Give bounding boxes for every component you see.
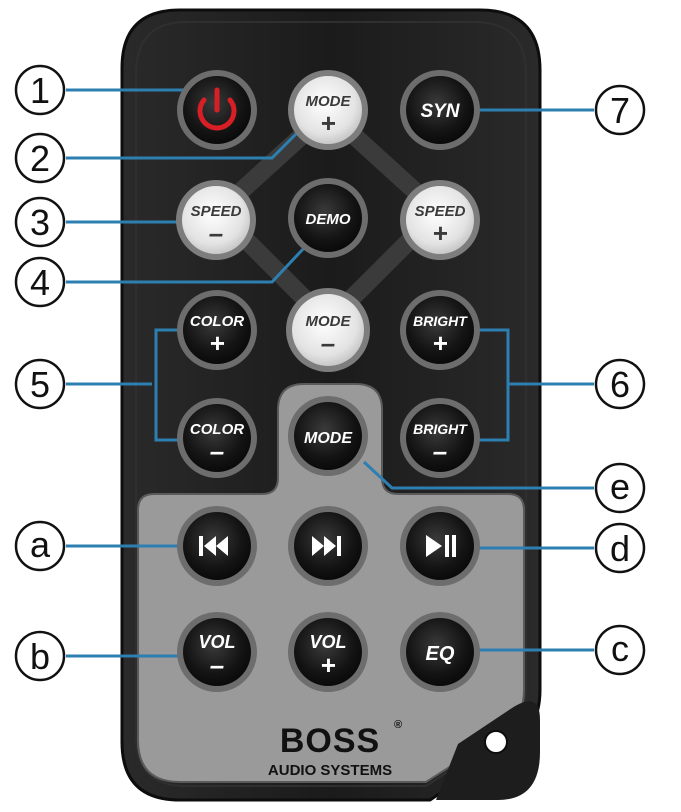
speed-plus-sign: + [432, 218, 447, 248]
mode-plus-label: MODE [306, 93, 352, 110]
callout-d-label: d [610, 528, 630, 569]
mode-minus-button[interactable]: MODE – [286, 288, 370, 372]
callout-1: 1 [14, 64, 66, 116]
bright-plus-sign: + [432, 328, 447, 358]
color-plus-label: COLOR [190, 313, 244, 330]
speed-plus-button[interactable]: SPEED + [400, 180, 480, 260]
bright-minus-label: BRIGHT [413, 421, 468, 437]
color-plus-button[interactable]: COLOR + [177, 290, 257, 370]
lanyard-hole [484, 730, 508, 754]
callout-5-label: 5 [30, 364, 50, 405]
eq-button[interactable]: EQ [400, 612, 480, 692]
mode-label: MODE [304, 430, 353, 447]
callout-a: a [14, 520, 66, 572]
eq-label: EQ [426, 643, 455, 665]
previous-track-button[interactable] [177, 506, 257, 586]
next-track-button[interactable] [288, 506, 368, 586]
callouts: 1 2 3 4 5 a b 7 [14, 64, 646, 682]
mode-plus-button[interactable]: MODE + [288, 70, 368, 150]
volume-down-button[interactable]: VOL – [177, 612, 257, 692]
power-button[interactable] [177, 70, 257, 150]
bright-minus-button[interactable]: BRIGHT – [400, 398, 480, 478]
callout-a-label: a [30, 524, 51, 565]
speed-minus-button[interactable]: SPEED – [176, 180, 256, 260]
callout-c: c [594, 624, 646, 676]
callout-e-label: e [610, 466, 630, 507]
mode-button[interactable]: MODE [288, 396, 368, 476]
power-icon [197, 87, 237, 131]
brand-name: BOSS [280, 722, 380, 760]
callout-7-label: 7 [610, 90, 630, 131]
callout-1-label: 1 [30, 70, 50, 111]
callout-3: 3 [14, 196, 66, 248]
speed-minus-label: SPEED [191, 203, 242, 220]
vol-plus-label: VOL [309, 632, 346, 652]
demo-label: DEMO [306, 211, 351, 228]
vol-minus-label: VOL [198, 632, 235, 652]
play-pause-button[interactable] [400, 506, 480, 586]
callout-lines [66, 88, 594, 658]
callout-2-label: 2 [30, 138, 50, 179]
play-pause-icon [426, 535, 456, 557]
brand-logo: BOSS ® AUDIO SYSTEMS [268, 719, 402, 779]
mode-minus-label: MODE [306, 313, 352, 330]
callout-6-label: 6 [610, 364, 630, 405]
callout-c-label: c [611, 628, 629, 669]
bright-plus-label: BRIGHT [413, 313, 468, 329]
demo-button[interactable]: DEMO [288, 178, 368, 258]
callout-6: 6 [594, 358, 646, 410]
callout-d: d [594, 522, 646, 574]
callout-3-label: 3 [30, 202, 50, 243]
syn-button[interactable]: SYN [400, 70, 480, 150]
callout-5: 5 [14, 358, 66, 410]
vol-minus-sign: – [210, 650, 224, 680]
color-minus-button[interactable]: COLOR – [177, 398, 257, 478]
color-minus-label: COLOR [190, 421, 244, 438]
vol-plus-sign: + [320, 650, 335, 680]
callout-b-label: b [30, 636, 50, 677]
bright-minus-sign: – [433, 436, 447, 466]
bright-plus-button[interactable]: BRIGHT + [400, 290, 480, 370]
skip-previous-icon [199, 536, 228, 556]
speed-plus-label: SPEED [415, 203, 466, 220]
color-plus-sign: + [209, 328, 224, 358]
callout-7: 7 [594, 84, 646, 136]
speed-minus-sign: – [209, 218, 223, 248]
mode-minus-sign: – [321, 328, 335, 358]
brand-subtitle: AUDIO SYSTEMS [268, 762, 392, 779]
volume-up-button[interactable]: VOL + [288, 612, 368, 692]
callout-b: b [14, 630, 66, 682]
syn-label: SYN [420, 101, 460, 122]
callout-e: e [594, 462, 646, 514]
registered-mark: ® [394, 719, 402, 731]
callout-2: 2 [14, 132, 66, 184]
color-minus-sign: – [210, 436, 224, 466]
callout-4-label: 4 [30, 262, 50, 303]
mode-plus-sign: + [320, 108, 335, 138]
callout-4: 4 [14, 256, 66, 308]
skip-next-icon [312, 536, 341, 556]
